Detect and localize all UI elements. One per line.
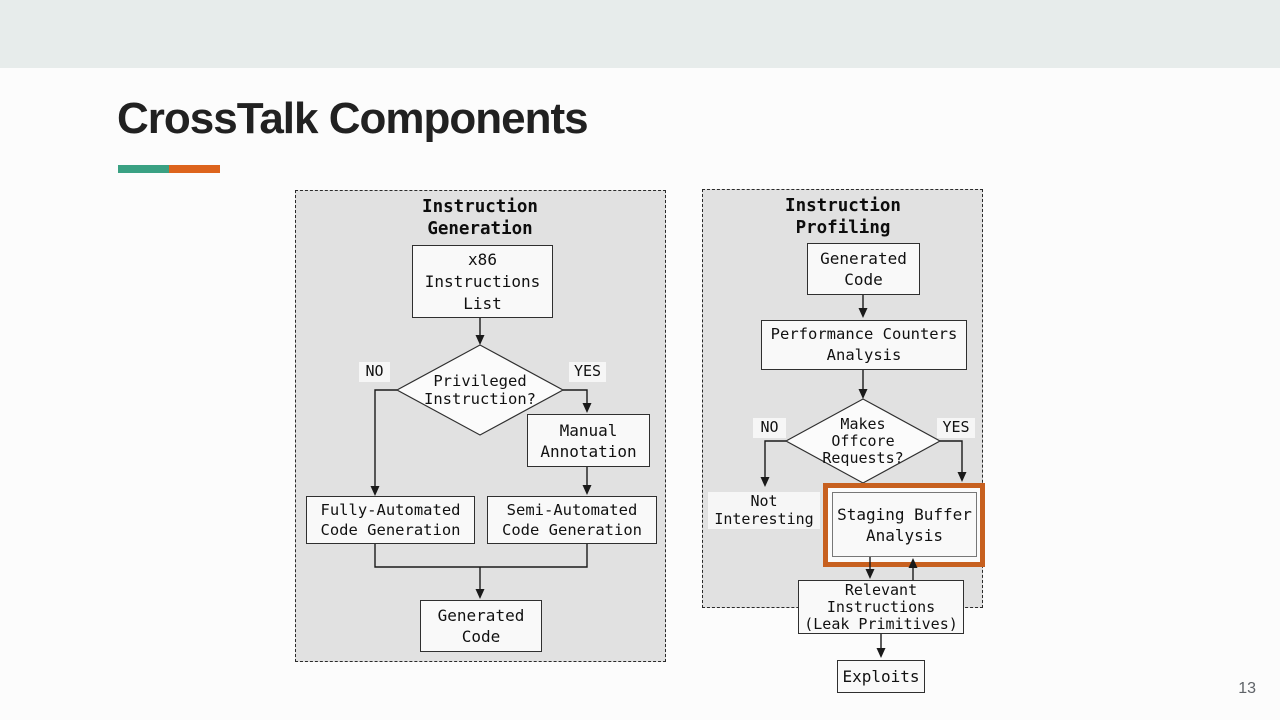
decision-privileged-instruction-label: Privileged Instruction? (424, 372, 536, 408)
label-yes-generation: YES (569, 362, 606, 382)
label-not-interesting: Not Interesting (708, 492, 820, 529)
node-relevant-instructions: Relevant Instructions (Leak Primitives) (798, 580, 964, 634)
accent-teal-segment (118, 165, 169, 173)
accent-orange-segment (169, 165, 220, 173)
header-bar (0, 0, 1280, 68)
node-performance-counters-analysis: Performance Counters Analysis (761, 320, 967, 370)
panel-title-instruction-generation: Instruction Generation (422, 197, 538, 239)
label-yes-profiling: YES (937, 418, 975, 438)
node-generated-code-left: Generated Code (420, 600, 542, 652)
label-no-profiling: NO (753, 418, 786, 438)
node-exploits: Exploits (837, 660, 925, 693)
page-number: 13 (1238, 680, 1256, 697)
node-manual-annotation: Manual Annotation (527, 414, 650, 467)
decision-makes-offcore-requests-label: Makes Offcore Requests? (822, 414, 904, 467)
title-accent-underline (118, 165, 220, 173)
node-semi-automated-codegen: Semi-Automated Code Generation (487, 496, 657, 544)
panel-title-instruction-profiling: Instruction Profiling (785, 196, 901, 238)
node-staging-buffer-analysis: Staging Buffer Analysis (832, 492, 977, 557)
edge-relevant-to-exploits (876, 634, 886, 658)
node-x86-instructions-list: x86 Instructions List (412, 245, 553, 318)
node-generated-code-right: Generated Code (807, 243, 920, 295)
label-no-generation: NO (359, 362, 390, 382)
slide-title: CrossTalk Components (117, 94, 589, 143)
node-fully-automated-codegen: Fully-Automated Code Generation (306, 496, 475, 544)
